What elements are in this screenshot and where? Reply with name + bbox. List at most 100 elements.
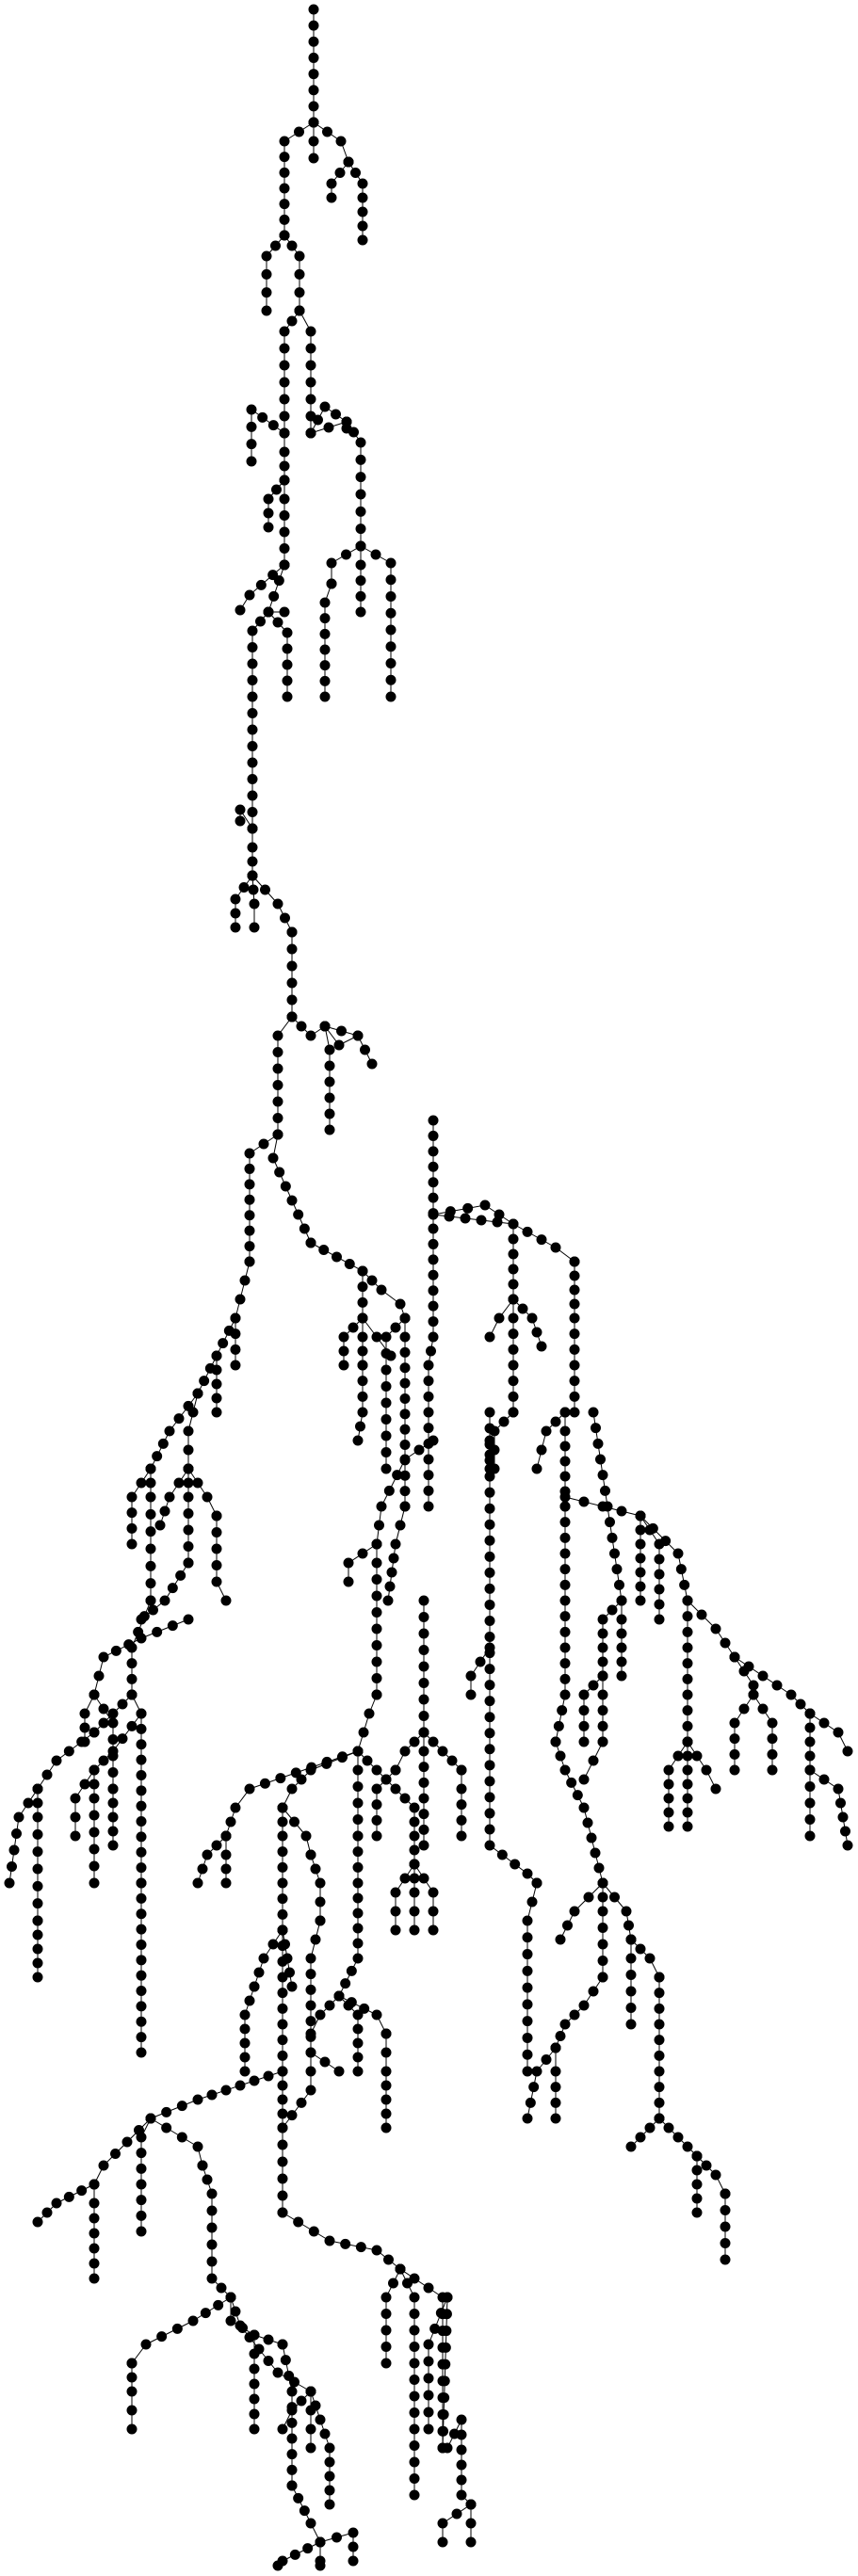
tree-edge [282, 2212, 331, 2242]
tree-node [484, 1664, 495, 1675]
tree-node [498, 1416, 510, 1427]
tree-node [362, 1755, 373, 1766]
tree-node [272, 2560, 283, 2571]
tree-node [244, 1225, 255, 1236]
tree-node [352, 1830, 364, 1842]
tree-node [32, 1957, 43, 1969]
tree-node [51, 1755, 62, 1766]
tree-node [371, 1830, 382, 1842]
tree-node [308, 153, 319, 164]
tree-node [319, 597, 331, 608]
tree-node [559, 1441, 571, 1452]
tree-node [611, 1564, 623, 1575]
tree-node [211, 1527, 222, 1538]
tree-node [399, 1454, 411, 1465]
tree-node [305, 360, 316, 371]
tree-node [409, 2423, 420, 2435]
tree-node [729, 1651, 740, 1663]
tree-node [550, 2082, 561, 2093]
tree-node [136, 1877, 147, 1889]
tree-node [371, 1331, 382, 1343]
tree-node [110, 1645, 121, 1656]
tree-node [578, 1802, 590, 1813]
tree-node [380, 1414, 392, 1425]
tree-node [418, 1840, 429, 1851]
tree-node [284, 1967, 295, 1978]
tree-node [409, 2456, 420, 2468]
tree-node [395, 1298, 406, 1310]
tree-node [390, 1538, 401, 1550]
tree-node [423, 1470, 434, 1481]
tree-node [371, 2245, 382, 2256]
tree-node [371, 1814, 382, 1826]
tree-node [136, 2148, 147, 2159]
tree-node [371, 1557, 382, 1569]
tree-node [559, 1764, 571, 1776]
tree-node [121, 2136, 133, 2148]
tree-node [531, 2066, 542, 2077]
tree-node [89, 2273, 100, 2284]
tree-node [456, 2429, 467, 2440]
tree-node [70, 1811, 81, 1823]
tree-node [352, 1923, 364, 1934]
tree-node [428, 1316, 439, 1328]
tree-node [126, 1522, 138, 1534]
tree-node [299, 2505, 310, 2517]
tree-node [213, 2299, 224, 2310]
tree-node [332, 2532, 342, 2543]
tree-node [635, 1553, 646, 1564]
tree-node [319, 660, 331, 671]
tree-node [286, 1783, 298, 1795]
tree-node [522, 2016, 533, 2027]
tree-node [460, 1213, 471, 1224]
tree-node [247, 658, 258, 669]
tree-node [246, 421, 257, 432]
tree-node [508, 1218, 519, 1230]
tree-edge [112, 1713, 142, 1752]
tree-node [390, 1887, 401, 1898]
tree-node [484, 1423, 495, 1434]
tree-node [89, 1764, 100, 1776]
tree-node [324, 1044, 335, 1055]
tree-node [654, 1599, 665, 1610]
tree-node [597, 1642, 608, 1653]
tree-node [126, 1720, 138, 1731]
tree-edge [169, 1393, 199, 1432]
tree-node [319, 628, 331, 639]
tree-node [136, 2210, 147, 2221]
tree-node [315, 1915, 326, 1926]
tree-node [804, 1814, 816, 1825]
tree-node [592, 1438, 604, 1449]
tree-node [440, 2359, 451, 2370]
tree-node [192, 2141, 203, 2152]
tree-node [352, 2009, 364, 2021]
tree-node [206, 2256, 218, 2267]
tree-node [682, 1807, 693, 1818]
tree-node [569, 1407, 580, 1418]
tree-node [679, 1579, 690, 1590]
tree-node [385, 574, 397, 586]
tree-node [578, 1705, 590, 1716]
tree-node [63, 1746, 74, 1757]
tree-node [315, 1877, 326, 1889]
tree-node [682, 1611, 693, 1622]
tree-node [423, 1407, 434, 1418]
tree-edge [555, 1694, 566, 1743]
tree-node [308, 69, 319, 80]
tree-node [324, 2442, 335, 2454]
tree-node [357, 1331, 368, 1343]
tree-node [484, 1728, 495, 1739]
tree-node [682, 1626, 693, 1637]
tree-node [654, 2066, 665, 2077]
tree-node [484, 1760, 495, 1771]
tree-node [438, 2408, 449, 2420]
tree-node [409, 2407, 420, 2418]
tree-node [277, 1830, 288, 1842]
tree-node [439, 2375, 450, 2387]
tree-node [380, 2028, 392, 2039]
tree-node [279, 183, 290, 194]
tree-node [248, 884, 259, 895]
tree-node [380, 1397, 392, 1409]
tree-node [593, 1862, 605, 1874]
tree-node [492, 1216, 503, 1228]
